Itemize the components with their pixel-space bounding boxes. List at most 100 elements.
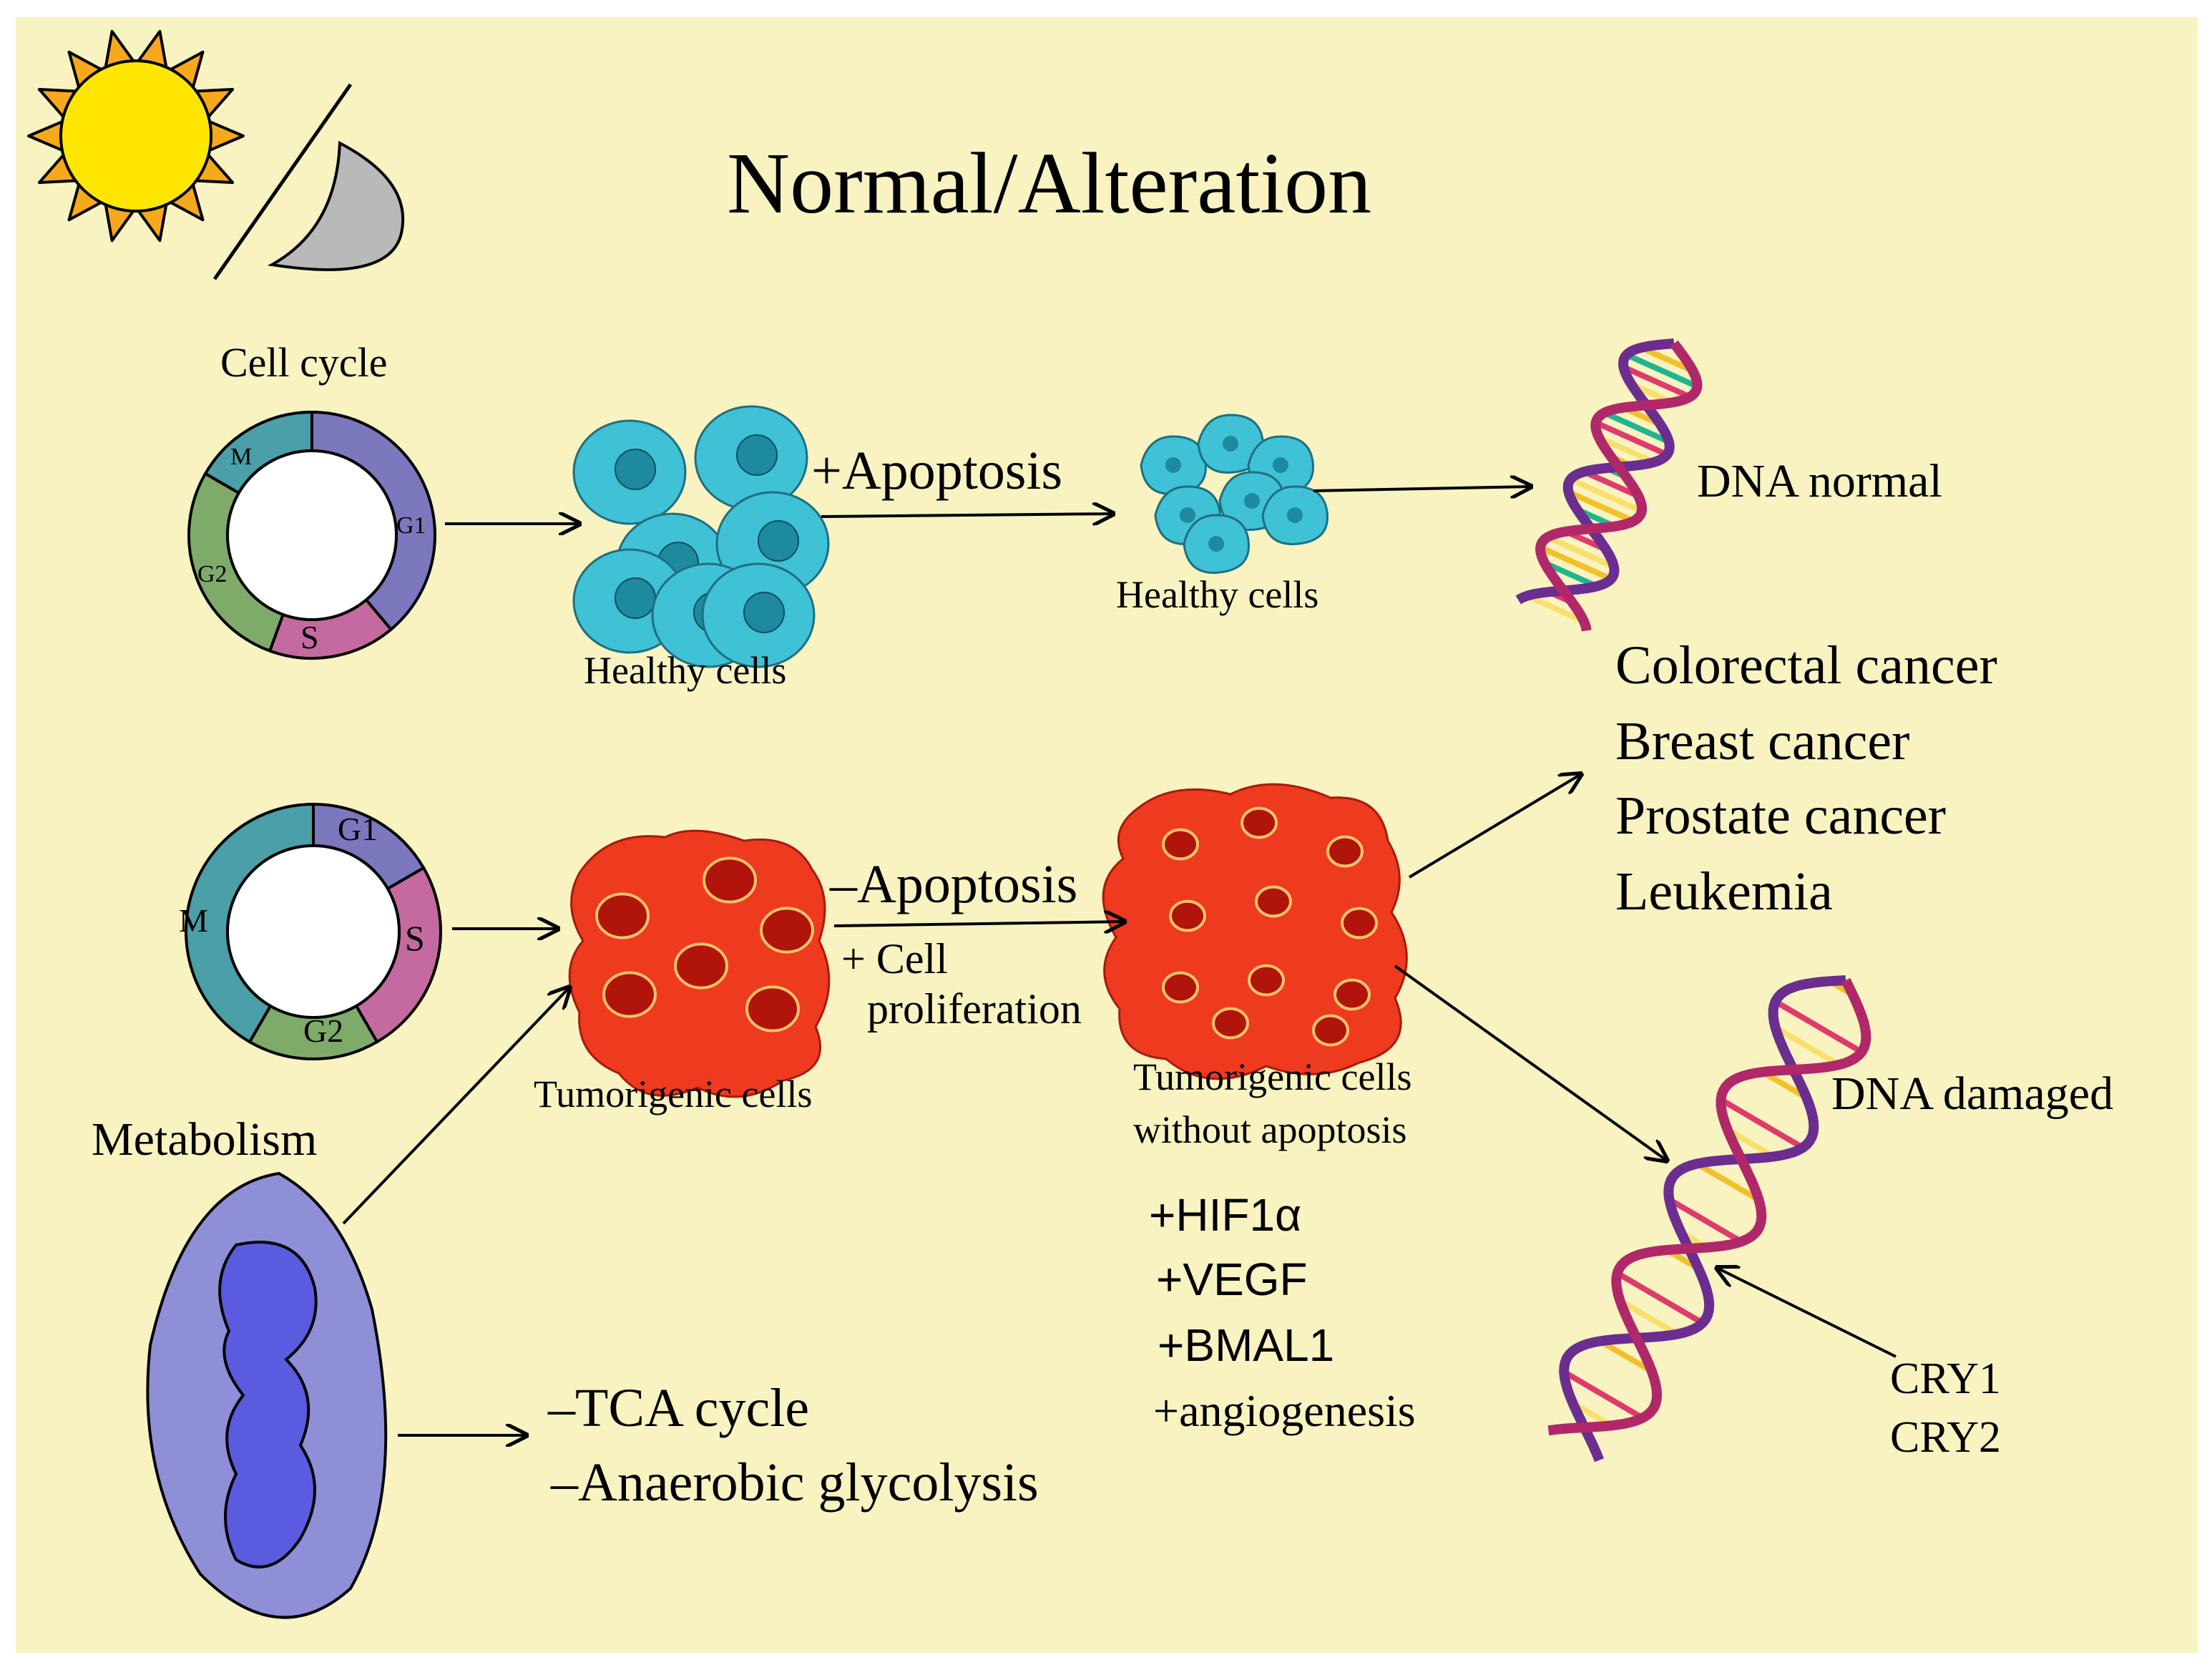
cancer-breast: Breast cancer (1615, 711, 1910, 771)
base-pair (1719, 1097, 1805, 1151)
arrow-metabolism-to-tumor (342, 987, 569, 1225)
base-pair (1615, 1270, 1704, 1326)
tumor-nucleus (745, 985, 800, 1032)
cell-proliferation-label-2: proliferation (867, 985, 1082, 1032)
cell-cycle-heading: Cell cycle (220, 339, 388, 386)
cell-nucleus (1244, 493, 1260, 509)
arrow-healthy-apoptosis (821, 514, 1113, 517)
cell-nucleus (736, 434, 778, 476)
base-pair (1640, 345, 1694, 374)
base-pair (1595, 420, 1668, 457)
mitochondrion-icon (146, 1171, 388, 1619)
apoptosis-plus-label: +Apoptosis (811, 441, 1063, 501)
arrow-tumor-apoptosis (833, 922, 1125, 926)
base-pair (1761, 1069, 1809, 1100)
tumor-cells-no-apoptosis-cluster (1102, 783, 1408, 1080)
apoptosis-minus-label: –Apoptosis (830, 854, 1078, 914)
dna-strand (1547, 977, 1871, 1436)
cell-nucleus (758, 520, 799, 562)
cancer-prostate: Prostate cancer (1615, 786, 1947, 846)
tumor-nucleus (1240, 806, 1278, 839)
phase-label-g1-normal: G1 (396, 512, 426, 539)
base-pair (1773, 1025, 1841, 1068)
base-pair (1625, 352, 1698, 389)
tumor-nucleus (1333, 978, 1371, 1011)
phase-label-g2-altered: G2 (303, 1012, 344, 1049)
healthy-cells-cluster (572, 405, 830, 668)
cell-nucleus (615, 577, 656, 619)
tumor-nucleus (1162, 971, 1199, 1004)
base-pair (1622, 364, 1692, 400)
sun-icon (27, 29, 245, 243)
tumor-nucleus (602, 971, 657, 1018)
tumor-nucleus (674, 942, 728, 990)
tumor-nucleus (1326, 835, 1364, 868)
tumor-nucleus (1248, 964, 1285, 997)
base-pair (1546, 534, 1615, 570)
cell-nucleus (1180, 507, 1195, 523)
base-pair (1582, 469, 1640, 499)
base-pair (1569, 477, 1643, 514)
base-pair (1695, 1161, 1761, 1203)
phase-label-g1-altered: G1 (338, 811, 378, 847)
arrow-to-dna-normal (1313, 487, 1531, 491)
base-pair (1726, 1127, 1776, 1159)
healthy-cells-label-2: Healthy cells (1116, 573, 1319, 616)
dna-normal-label: DNA normal (1697, 455, 1942, 507)
base-pair (1668, 1196, 1743, 1244)
dna-strand (1559, 975, 1846, 1463)
cell-nucleus (1165, 457, 1181, 473)
base-pair (1598, 1338, 1653, 1374)
cancer-colorectal: Colorectal cancer (1615, 635, 1997, 695)
tumor-nucleus (595, 892, 650, 939)
tumor-nucleus (1212, 1007, 1249, 1040)
metabolism-effect-glycolysis: –Anaerobic glycolysis (551, 1452, 1039, 1513)
healthy-cells-label-1: Healthy cells (584, 649, 787, 692)
factor-angiogenesis: +angiogenesis (1153, 1385, 1416, 1436)
dna-normal-icon (1515, 338, 1703, 632)
base-pair (1539, 545, 1612, 582)
arrows (342, 487, 1897, 1435)
cell-nucleus (1273, 457, 1288, 473)
phase-label-g2-normal: G2 (197, 561, 227, 587)
cry2-label: CRY2 (1890, 1413, 2002, 1462)
arrow-to-cancers (1408, 774, 1581, 879)
phase-label-m-altered: M (179, 902, 208, 939)
base-pair (1618, 1298, 1679, 1337)
tumor-nucleus (1312, 1014, 1349, 1047)
cell-cycle-ring-altered (185, 802, 442, 1060)
cell-nucleus (1287, 507, 1303, 523)
factor-bmal1: +BMAL1 (1158, 1319, 1335, 1371)
factor-vegf: +VEGF (1156, 1254, 1308, 1305)
phase-label-s-normal: S (300, 619, 319, 655)
phase-label-s-altered: S (405, 918, 425, 958)
cell-nucleus (1208, 536, 1224, 552)
cell-nucleus (743, 592, 785, 633)
cell-proliferation-label-1: + Cell (841, 935, 948, 982)
metabolism-effect-tca: –TCA cycle (548, 1378, 810, 1438)
tumor-cells-cluster (568, 829, 831, 1098)
page-title: Normal/Alteration (727, 135, 1372, 232)
tumor-nucleus (703, 856, 757, 904)
cell-nucleus (1223, 436, 1238, 451)
dna-strand (1515, 338, 1675, 605)
tumor-nucleus (760, 907, 814, 954)
phase-label-m-normal: M (230, 444, 253, 470)
base-pair (1562, 1369, 1645, 1421)
arrow-to-dna-damaged (1394, 965, 1667, 1161)
tumor-nucleus (1169, 899, 1206, 932)
tumorigenic-no-apoptosis-label-1: Tumorigenic cells (1133, 1055, 1412, 1098)
moon-icon (267, 140, 405, 271)
factor-hif1a: +HIF1α (1149, 1189, 1302, 1241)
base-pair (1567, 489, 1635, 524)
cancer-leukemia: Leukemia (1615, 861, 1833, 922)
metabolism-heading: Metabolism (92, 1113, 318, 1166)
dna-strand (1535, 340, 1703, 632)
dna-damaged-icon (1547, 975, 1871, 1463)
base-pair (1525, 593, 1585, 624)
cell-cycle-ring-normal (187, 410, 436, 660)
tumorigenic-no-apoptosis-label-2: without apoptosis (1133, 1108, 1407, 1151)
base-pair (1543, 560, 1598, 590)
cell-nucleus (615, 449, 656, 490)
